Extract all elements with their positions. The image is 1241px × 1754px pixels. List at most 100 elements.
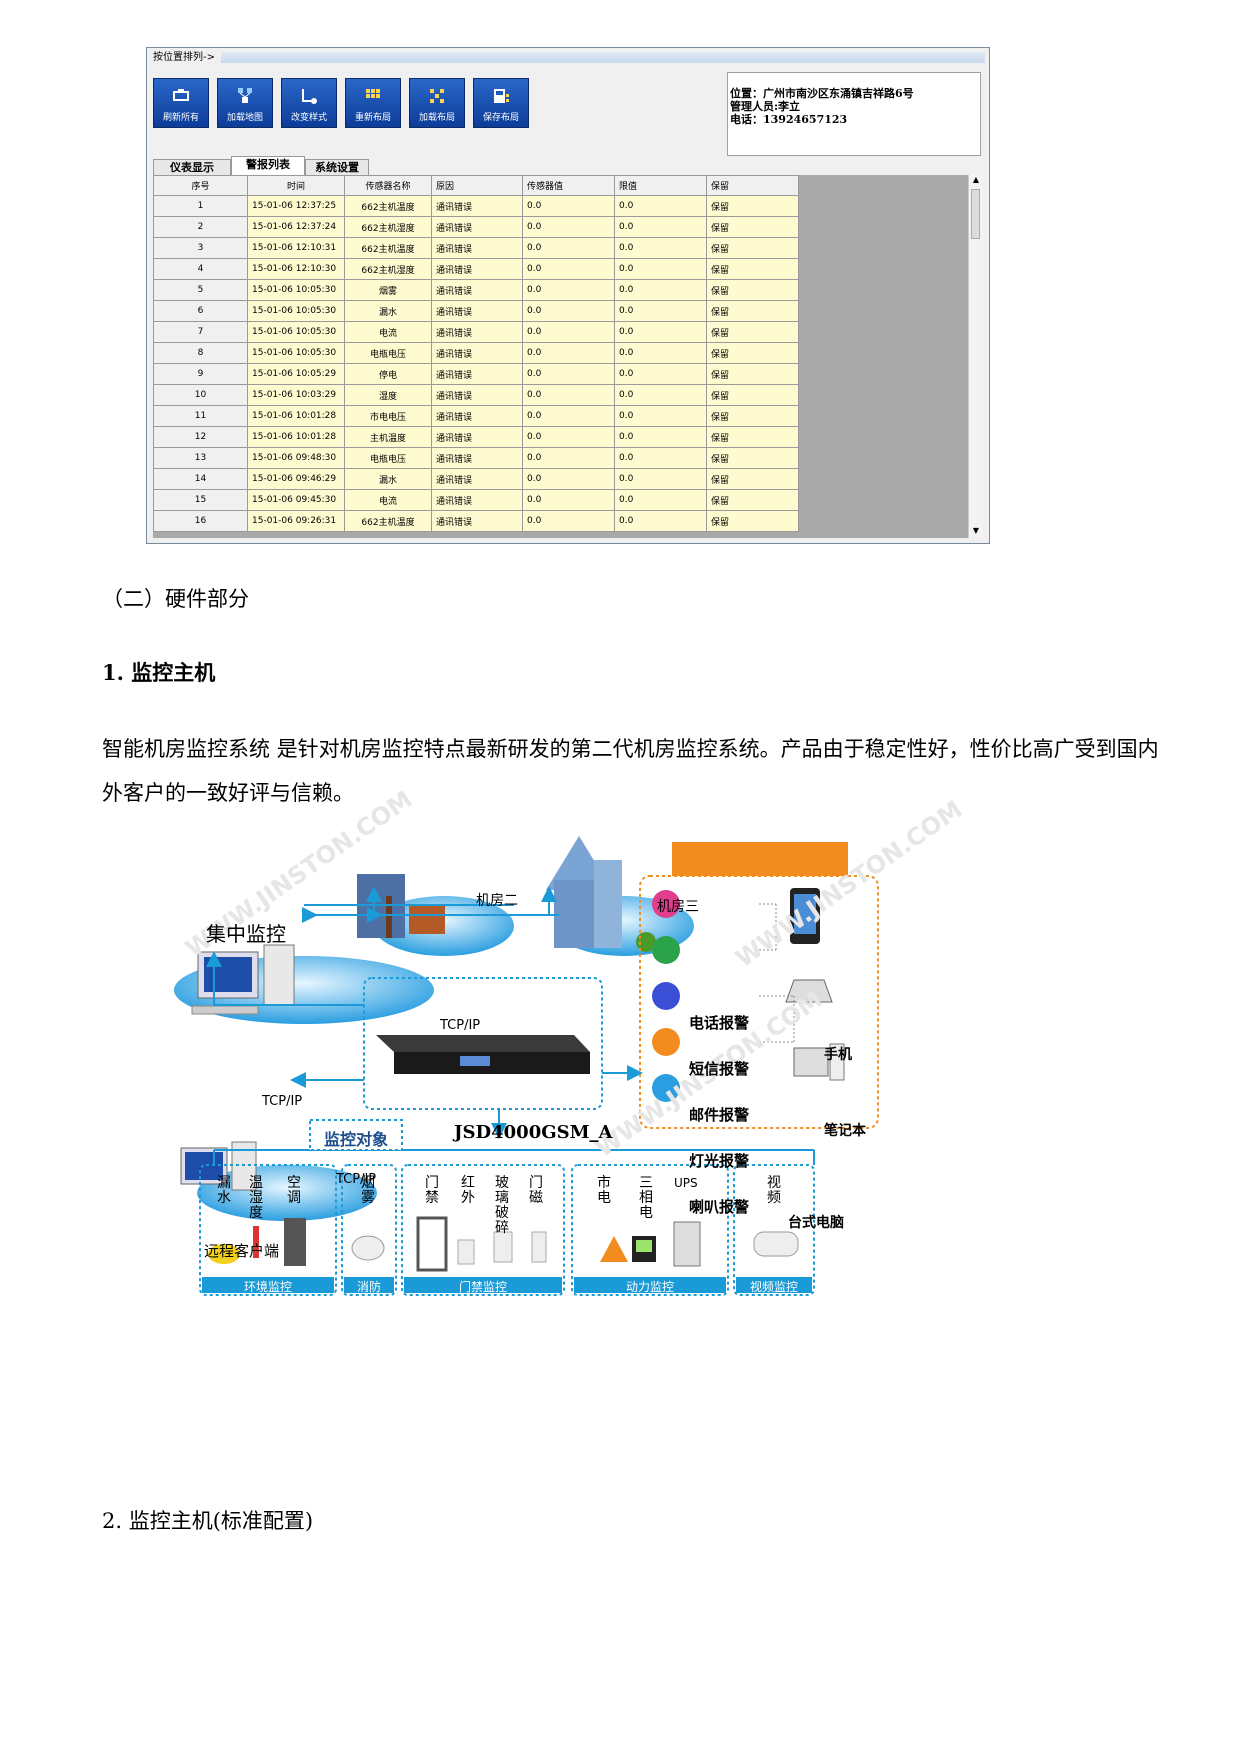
system-diagram: WWW.JINSTON.COM WWW.JINSTON.COM WWW.JINS… [154, 785, 984, 1442]
table-cell: 0.0 [614, 363, 707, 385]
group-label-bars [202, 1277, 812, 1293]
item-glass-break: 玻璃破碎 [495, 1175, 509, 1236]
site-manager: 管理人员:李立 [730, 100, 801, 113]
vertical-scrollbar[interactable]: ▲ ▼ [968, 175, 983, 538]
group-boxes [199, 1164, 815, 1296]
table-cell: 0.0 [522, 216, 615, 238]
table-cell: 保留 [706, 468, 799, 490]
window-title: 按位置排列-> [153, 52, 215, 63]
tcpip-label-remote: TCP/IP [336, 1172, 377, 1187]
load-map-button[interactable]: 加载地图 [217, 78, 273, 128]
scroll-up-icon[interactable]: ▲ [972, 175, 980, 184]
change-style-label: 改变样式 [290, 113, 327, 123]
table-cell: 0.0 [522, 321, 615, 343]
table-cell: 662主机温度 [344, 237, 432, 259]
table-cell: 通讯错误 [431, 195, 523, 217]
column-header[interactable]: 时间 [247, 175, 345, 196]
table-cell: 0.0 [614, 321, 707, 343]
table-cell: 保留 [706, 279, 799, 301]
table-cell: 15-01-06 12:37:24 [247, 216, 345, 238]
diagram-graphics [174, 836, 879, 1296]
table-cell: 0.0 [614, 195, 707, 217]
tab-alarm-list[interactable]: 警报列表 [231, 156, 305, 175]
column-header[interactable]: 传感器名称 [344, 175, 432, 196]
table-cell: 15-01-06 09:26:31 [247, 510, 345, 532]
scroll-down-icon[interactable]: ▼ [972, 526, 980, 535]
refresh-all-button[interactable]: 刷新所有 [153, 78, 209, 128]
column-header[interactable]: 限值 [614, 175, 707, 196]
table-cell: 0.0 [614, 510, 707, 532]
column-header[interactable]: 原因 [431, 175, 523, 196]
table-cell: 保留 [706, 447, 799, 469]
table-cell: 湿度 [344, 384, 432, 406]
table-cell: 0.0 [614, 384, 707, 406]
table-cell: 7 [153, 321, 248, 343]
column-header[interactable]: 序号 [153, 175, 248, 196]
scroll-thumb[interactable] [971, 189, 980, 239]
mains-power-icon [600, 1236, 628, 1262]
site-location: 位置：广州市南沙区东涌镇吉祥路6号 [730, 87, 914, 100]
alarm-output-header [672, 842, 848, 876]
tcpip-label-left: TCP/IP [262, 1094, 303, 1109]
column-header[interactable]: 保留 [706, 175, 799, 196]
save-layout-button[interactable]: 保存布局 [473, 78, 529, 128]
table-cell: 电流 [344, 489, 432, 511]
table-cell: 6 [153, 300, 248, 322]
table-cell: 电瓶电压 [344, 447, 432, 469]
table-cell: 电瓶电压 [344, 342, 432, 364]
map-icon [238, 88, 252, 103]
item-infrared: 红外 [461, 1175, 475, 1206]
load-layout-button[interactable]: 加载布局 [409, 78, 465, 128]
change-style-button[interactable]: 改变样式 [281, 78, 337, 128]
tcpip-label-top: TCP/IP [440, 1018, 481, 1033]
alarm-sms-label: 短信报警 [689, 1060, 750, 1078]
tab-gauge-display[interactable]: 仪表显示 [153, 159, 231, 175]
table-cell: 0.0 [614, 216, 707, 238]
tab-system-settings[interactable]: 系统设置 [305, 159, 369, 175]
table-cell: 15-01-06 10:05:30 [247, 342, 345, 364]
item-video: 视频 [767, 1175, 781, 1206]
refresh-icon [173, 89, 189, 101]
column-header[interactable]: 传感器值 [522, 175, 615, 196]
load-layout-icon [430, 89, 444, 103]
table-cell: 0.0 [614, 279, 707, 301]
table-cell: 662主机湿度 [344, 216, 432, 238]
table-cell: 保留 [706, 258, 799, 280]
load-map-label: 加载地图 [226, 113, 263, 123]
table-cell: 主机温度 [344, 426, 432, 448]
relayout-button[interactable]: 重新布局 [345, 78, 401, 128]
table-cell: 通讯错误 [431, 279, 523, 301]
group-fire-label: 消防 [356, 1280, 381, 1294]
table-cell: 15-01-06 12:37:25 [247, 195, 345, 217]
table-cell: 15-01-06 10:05:30 [247, 321, 345, 343]
table-cell: 0.0 [614, 258, 707, 280]
table-cell: 15-01-06 10:05:29 [247, 363, 345, 385]
table-cell: 保留 [706, 216, 799, 238]
video-camera [753, 1231, 799, 1257]
item-air-conditioner: 空调 [287, 1175, 301, 1206]
table-cell: 保留 [706, 321, 799, 343]
table-cell: 0.0 [522, 447, 615, 469]
table-cell: 15-01-06 09:46:29 [247, 468, 345, 490]
table-cell: 0.0 [522, 258, 615, 280]
group-access-label: 门禁监控 [458, 1280, 507, 1294]
alarm-monitor-window: 按位置排列-> 刷新所有 加载地图 改变样式 重新布局 加载布局 保存布局 位 [146, 47, 990, 544]
table-cell: 保留 [706, 342, 799, 364]
item-ups: UPS [674, 1176, 698, 1190]
